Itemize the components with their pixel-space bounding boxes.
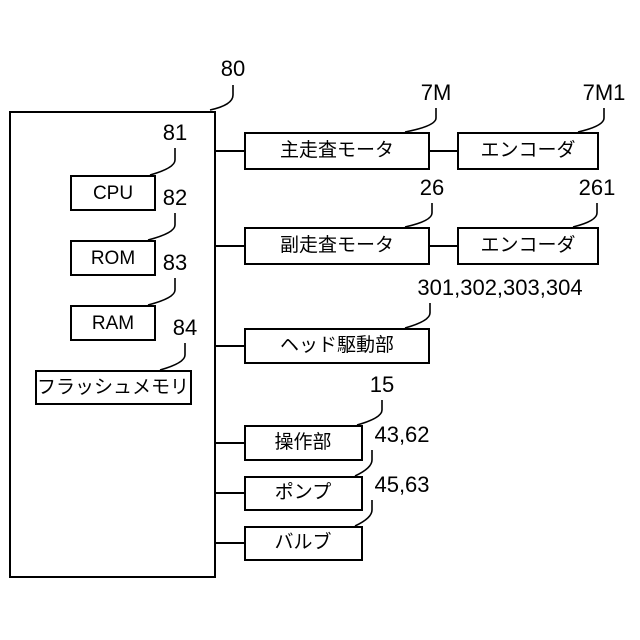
controller-ref: 80 [221,56,245,81]
operation-unit-ref: 15 [370,372,394,397]
main-encoder-leader [578,108,604,132]
sub-encoder-leader [573,203,597,227]
head-drive-leader [405,303,430,328]
main-encoder-label: エンコーダ [480,139,575,161]
main-scan-motor-leader [405,108,436,132]
ram-label: RAM [92,313,134,334]
pump-label: ポンプ [275,481,331,503]
head-drive-ref: 301,302,303,304 [417,275,582,300]
flash-memory-ref: 84 [173,315,197,340]
cpu-label: CPU [93,183,133,204]
main-scan-motor-label: 主走査モータ [280,139,394,161]
rom-ref: 82 [163,185,187,210]
sub-scan-motor-ref: 26 [420,175,444,200]
sub-scan-motor-label: 副走査モータ [280,234,394,256]
sub-encoder-label: エンコーダ [480,234,575,256]
operation-unit-label: 操作部 [274,431,331,453]
pump-ref: 43,62 [374,422,429,447]
main-encoder-ref: 7M1 [583,80,626,105]
valve-ref: 45,63 [374,472,429,497]
sub-scan-motor-leader [405,203,432,227]
cpu-ref: 81 [163,120,187,145]
flash-memory-label: フラッシュメモリ [37,377,189,398]
rom-label: ROM [91,248,135,269]
controller-leader [210,85,233,110]
sub-encoder-ref: 261 [579,175,616,200]
main-scan-motor-ref: 7M [421,80,452,105]
head-drive-label: ヘッド駆動部 [280,334,394,356]
valve-label: バルブ [274,530,331,553]
ram-ref: 83 [163,250,187,275]
